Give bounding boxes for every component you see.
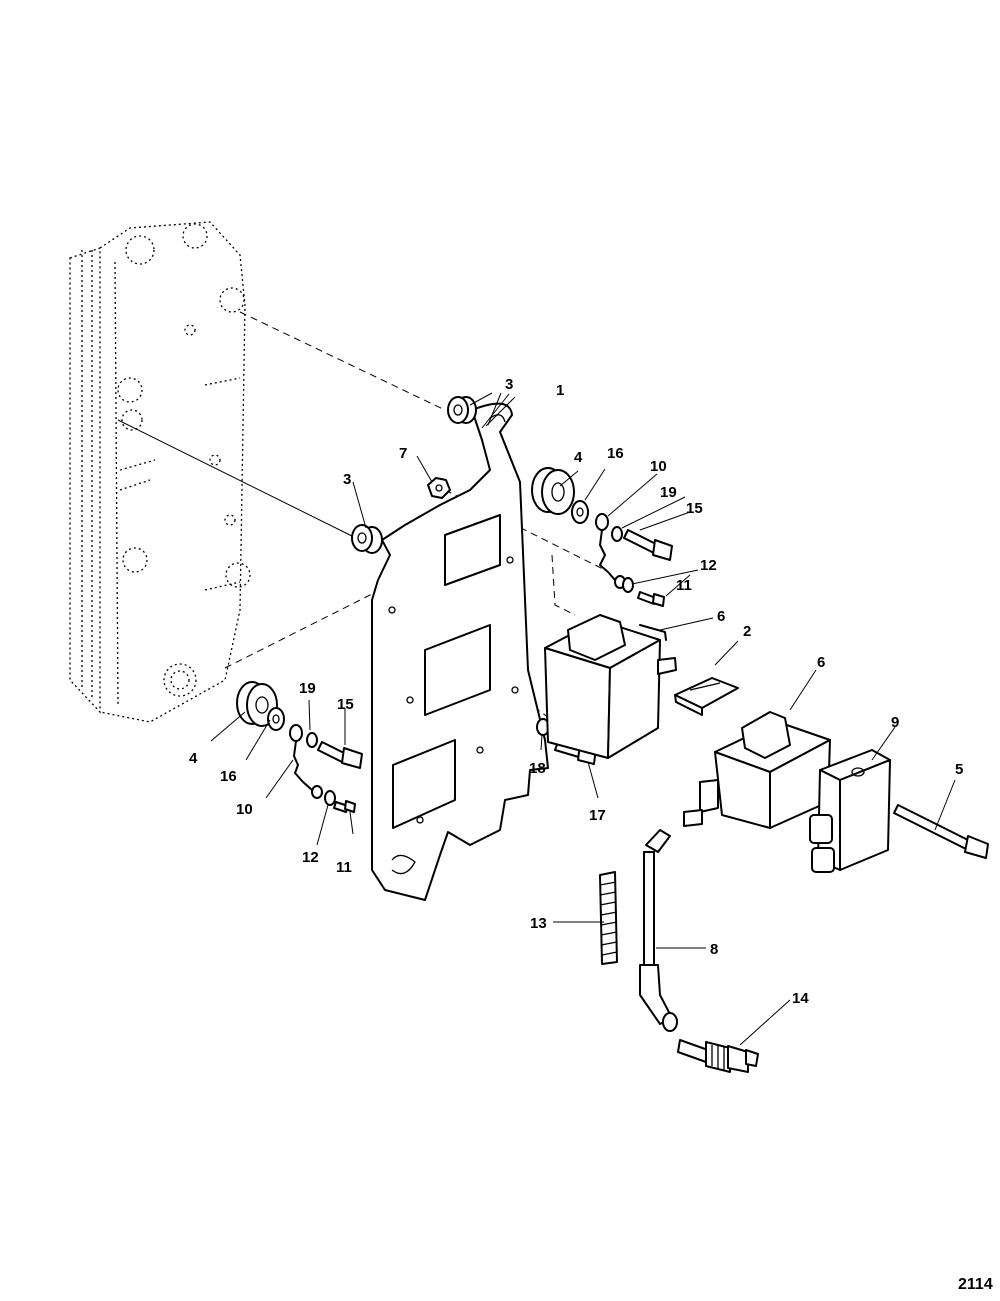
ignition-coil-lower bbox=[683, 711, 831, 829]
callout-6: 6 bbox=[717, 608, 725, 625]
callout-19: 19 bbox=[299, 680, 316, 697]
long-bolt bbox=[893, 804, 989, 859]
callout-12: 12 bbox=[700, 557, 717, 574]
callout-13: 13 bbox=[530, 915, 547, 932]
lockwasher-lower bbox=[324, 790, 336, 806]
callout-labels: 1 2 3 3 4 4 5 6 6 7 8 9 10 10 11 11 12 1… bbox=[189, 376, 963, 1007]
nut bbox=[427, 477, 451, 499]
screw-upper-15 bbox=[623, 529, 673, 561]
callout-15: 15 bbox=[686, 500, 703, 517]
callout-18: 18 bbox=[529, 760, 546, 777]
ignition-coil-upper bbox=[544, 614, 677, 759]
callout-1: 1 bbox=[556, 382, 564, 399]
callout-10: 10 bbox=[236, 801, 253, 818]
washer-lower-16 bbox=[267, 707, 285, 731]
control-module bbox=[809, 749, 891, 873]
lockwasher-upper bbox=[622, 577, 634, 593]
callout-7: 7 bbox=[399, 445, 407, 462]
spark-plug-lead bbox=[639, 829, 678, 1032]
callout-4: 4 bbox=[189, 750, 198, 767]
ground-strap-upper bbox=[595, 513, 626, 589]
callout-3: 3 bbox=[505, 376, 513, 393]
callout-9: 9 bbox=[891, 714, 899, 731]
ground-strap-lower bbox=[289, 724, 323, 799]
washer-upper-16 bbox=[571, 500, 589, 524]
callout-12: 12 bbox=[302, 849, 319, 866]
spark-plug bbox=[677, 1039, 759, 1073]
coil-clip bbox=[674, 677, 739, 716]
callout-8: 8 bbox=[710, 941, 718, 958]
callout-11: 11 bbox=[676, 577, 692, 594]
callout-19: 19 bbox=[660, 484, 677, 501]
leader-lines bbox=[210, 392, 956, 1046]
washer-upper-19 bbox=[611, 526, 623, 542]
callout-15: 15 bbox=[337, 696, 354, 713]
callout-17: 17 bbox=[589, 807, 606, 824]
callout-6: 6 bbox=[817, 654, 825, 671]
callout-11: 11 bbox=[336, 859, 352, 876]
callout-14: 14 bbox=[792, 990, 809, 1007]
callout-4: 4 bbox=[574, 449, 583, 466]
washer-lower-19 bbox=[306, 732, 318, 748]
callout-3: 3 bbox=[343, 471, 351, 488]
callout-2: 2 bbox=[743, 623, 751, 640]
alignment-lines bbox=[117, 311, 616, 731]
spring-sleeve bbox=[599, 871, 618, 965]
screw-lower-15 bbox=[317, 741, 363, 769]
figure-number: 2114 bbox=[958, 1276, 993, 1293]
mounting-bracket-plate bbox=[371, 402, 549, 901]
callout-16: 16 bbox=[607, 445, 624, 462]
callout-10: 10 bbox=[650, 458, 667, 475]
callout-5: 5 bbox=[955, 761, 963, 778]
bushing-upper bbox=[447, 396, 477, 424]
callout-16: 16 bbox=[220, 768, 237, 785]
bushing-lower bbox=[351, 524, 383, 554]
screw-upper-11 bbox=[637, 591, 665, 607]
engine-block-phantom bbox=[69, 221, 251, 723]
grommet-upper bbox=[531, 467, 575, 515]
screw-lower-11 bbox=[333, 800, 356, 813]
